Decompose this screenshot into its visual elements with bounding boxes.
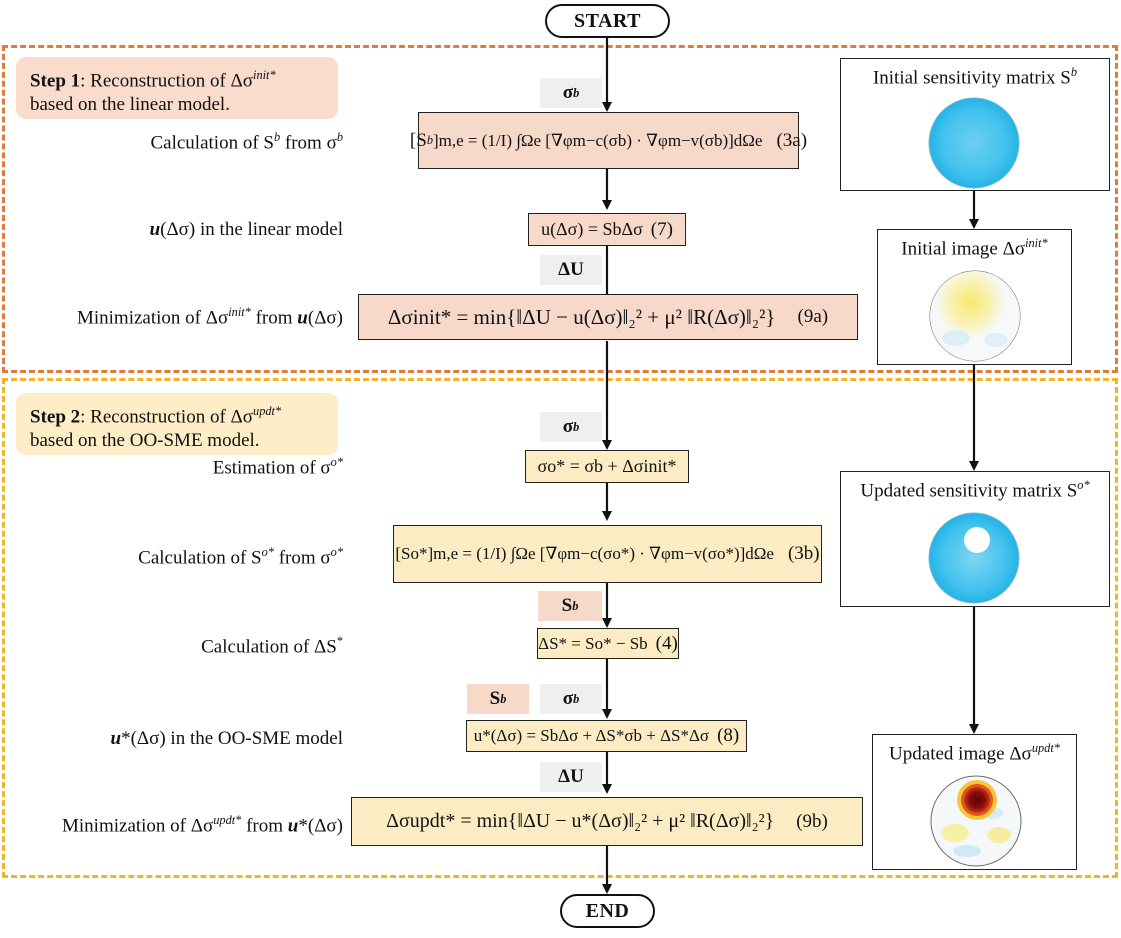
panel-updated-image: Updated image Δσupdt* xyxy=(872,734,1077,870)
updated-sensitivity-disc xyxy=(928,512,1020,604)
step2-title-box: Step 2: Reconstruction of Δσupdt* based … xyxy=(16,393,338,455)
eq-3b: [So*]m,e = (1/I) ∫Ωe [∇φm−c(σo*) · ∇φm−v… xyxy=(393,525,822,583)
panel-updated-sensitivity-title: Updated sensitivity matrix So* xyxy=(860,478,1090,502)
label-u-oosme: u*(Δσ) in the OO-SME model xyxy=(110,728,343,749)
step1-title-text: : Reconstruction of Δσ xyxy=(80,70,254,92)
eq-4: ΔS* = So* − Sb (4) xyxy=(537,628,679,659)
step2-title-text: : Reconstruction of Δσ xyxy=(80,406,254,428)
eq-9a: Δσinit* = min{‖ΔU − u(Δσ)‖₂² + μ² ‖R(Δσ)… xyxy=(358,294,858,340)
start-terminal: START xyxy=(545,4,670,38)
label-min-init: Minimization of Δσinit* from u(Δσ) xyxy=(76,305,343,329)
label-min-updt: Minimization of Δσupdt* from u*(Δσ) xyxy=(62,813,343,837)
panel-updated-sensitivity: Updated sensitivity matrix So* xyxy=(840,471,1110,607)
step1-title-sup: init* xyxy=(253,68,276,82)
tag-dU-step1: ΔU xyxy=(540,255,602,285)
end-label: END xyxy=(585,899,630,922)
panel-initial-sensitivity: Initial sensitivity matrix Sb xyxy=(840,58,1110,191)
step2-title-sup: updt* xyxy=(253,404,282,418)
updated-image-disc xyxy=(930,775,1022,867)
eq-9b: Δσupdt* = min{‖ΔU − u*(Δσ)‖₂² + μ² ‖R(Δσ… xyxy=(351,797,863,846)
initial-sensitivity-disc xyxy=(928,97,1020,189)
label-calc-dS: Calculation of ΔS* xyxy=(201,634,343,658)
step1-title-bold: Step 1 xyxy=(30,70,81,92)
step1-region xyxy=(2,45,1118,373)
label-u-linear: u(Δσ) in the linear model xyxy=(149,219,343,240)
panel-initial-sensitivity-title: Initial sensitivity matrix Sb xyxy=(872,65,1078,89)
step1-title-box: Step 1: Reconstruction of Δσinit* based … xyxy=(16,57,338,119)
label-estimation: Estimation of σo* xyxy=(212,455,343,479)
panel-initial-image: Initial image Δσinit* xyxy=(877,229,1072,365)
eq-estimation: σo* = σb + Δσinit* xyxy=(525,450,689,483)
tag-dU-step2: ΔU xyxy=(540,762,602,792)
step1-title-line2: based on the linear model. xyxy=(30,94,230,116)
step2-title-line2: based on the OO-SME model. xyxy=(30,430,260,452)
initial-image-disc xyxy=(929,270,1021,362)
step2-title-bold: Step 2 xyxy=(30,406,81,428)
start-label: START xyxy=(573,9,641,32)
step2-region xyxy=(2,378,1118,878)
label-calc-Sb: Calculation of Sb from σb xyxy=(150,130,343,154)
panel-updated-image-title: Updated image Δσupdt* xyxy=(889,741,1060,765)
eq-8: u*(Δσ) = SbΔσ + ΔS*σb + ΔS*Δσ (8) xyxy=(466,720,747,752)
panel-initial-image-title: Initial image Δσinit* xyxy=(901,236,1048,260)
end-terminal: END xyxy=(560,894,655,928)
label-calc-So: Calculation of So* from σo* xyxy=(138,545,343,569)
eq-7: u(Δσ) = SbΔσ (7) xyxy=(528,213,686,246)
